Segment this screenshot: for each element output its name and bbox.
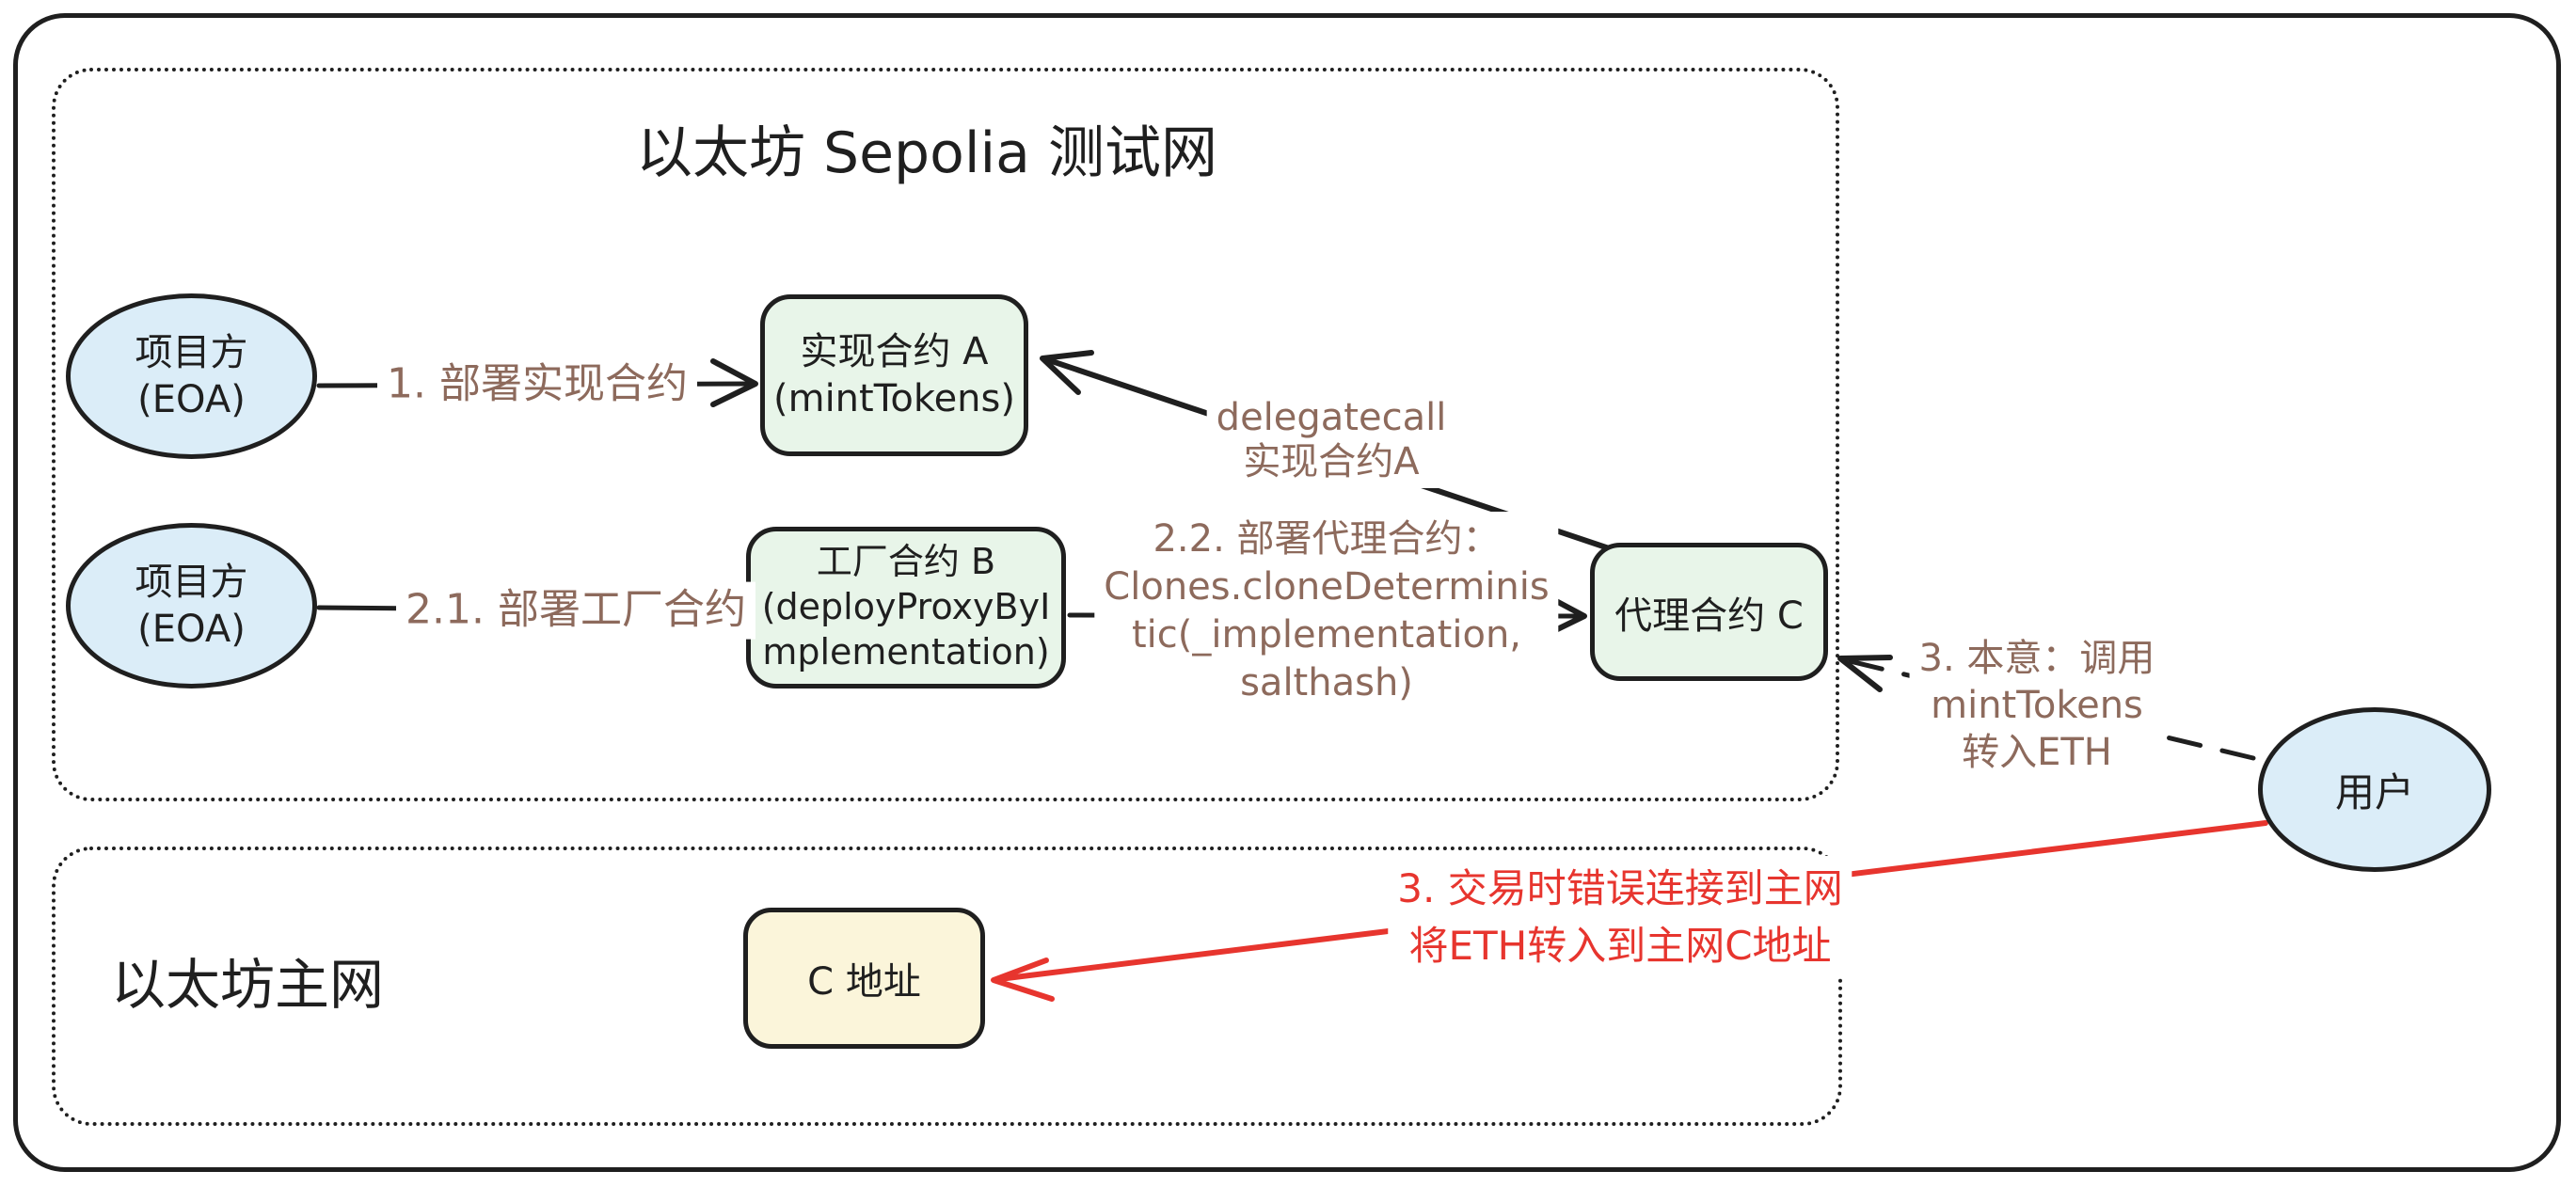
node-implementation-contract-a: 实现合约 A (mintTokens) [760,294,1028,456]
mainnet-box [52,847,1842,1126]
edge-label-deploy-factory: 2.1. 部署工厂合约 [396,581,755,640]
edge-label-deploy-proxy: 2.2. 部署代理合约： Clones.cloneDeterminis tic(… [1094,512,1559,711]
node-user: 用户 [2258,707,2491,872]
node-user-label: 用户 [2334,769,2414,815]
sepolia-testnet-box [52,68,1839,801]
node-project-eoa-2-label: 项目方 (EOA) [135,561,248,651]
node-c-address: C 地址 [743,908,985,1049]
edge-label-user-intent: 3. 本意：调用 mintTokens 转入ETH [1909,631,2165,780]
edge-label-delegatecall: delegatecall 实现合约A [1206,392,1456,488]
node-proxy-contract-c-label: 代理合约 C [1614,594,1804,638]
node-factory-contract-b-label: 工厂合约 B (deployProxyByI mplementation) [761,541,1051,673]
node-implementation-contract-a-label: 实现合约 A (mintTokens) [773,330,1015,420]
node-factory-contract-b: 工厂合约 B (deployProxyByI mplementation) [746,527,1066,688]
node-project-eoa-1-label: 项目方 (EOA) [135,331,248,421]
node-project-eoa-1: 项目方 (EOA) [66,293,317,459]
sepolia-testnet-title: 以太坊 Sepolia 测试网 [635,120,1218,186]
node-c-address-label: C 地址 [807,960,921,1004]
edge-label-user-mistake: 3. 交易时错误连接到主网 将ETH转入到主网C地址 [1388,856,1852,978]
edge-label-deploy-implementation: 1. 部署实现合约 [377,356,697,414]
outer-frame [13,13,2561,1172]
mainnet-label: 以太坊主网 [111,953,385,1017]
node-proxy-contract-c: 代理合约 C [1590,543,1828,681]
node-project-eoa-2: 项目方 (EOA) [66,523,317,688]
